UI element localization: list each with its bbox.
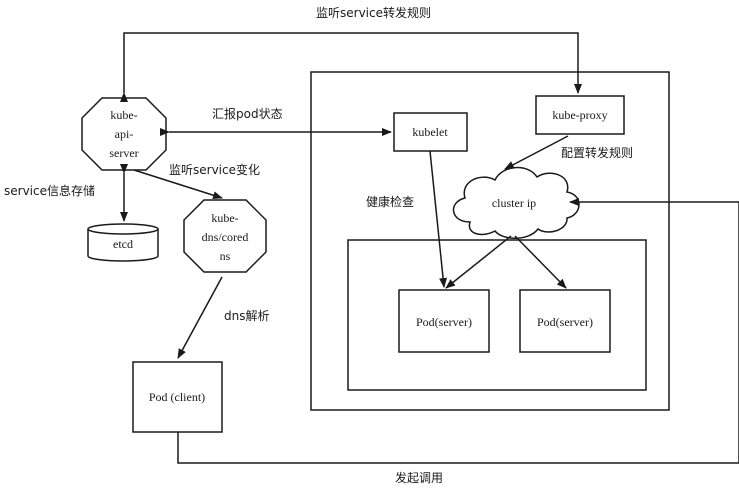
edge-health-check — [429, 150, 448, 288]
cluster-ip-label: cluster ip — [492, 196, 536, 210]
api-server-node — [81, 97, 167, 171]
etcd-label: etcd — [113, 237, 133, 251]
coredns-node — [183, 199, 267, 273]
edge-watch-service-change — [133, 169, 223, 200]
label-watch-service-change: 监听service变化 — [169, 163, 260, 177]
label-health-check: 健康检查 — [366, 195, 415, 209]
api-server-label-3: server — [109, 146, 138, 160]
edge-configure-forward-rules — [504, 135, 569, 170]
pod-server-2-node — [519, 289, 611, 353]
pod-server-1-label: Pod(server) — [416, 315, 472, 329]
pod-client-label: Pod (client) — [149, 390, 205, 404]
edge-cluster-ip-to-pod-1 — [445, 235, 512, 289]
pod-client-node — [132, 361, 223, 433]
kubelet-label: kubelet — [412, 125, 448, 139]
pod-server-1-node — [398, 289, 490, 353]
pods-group-box — [347, 239, 647, 391]
api-server-label-1: kube- — [110, 108, 137, 122]
edge-cluster-ip-to-pod-2 — [514, 235, 567, 289]
coredns-label-2: dns/cored — [202, 230, 249, 244]
edge-watch-forward-rules — [120, 32, 582, 102]
label-watch-forward-rules: 监听service转发规则 — [316, 6, 431, 20]
etcd-node — [87, 223, 159, 262]
edge-dns-resolve — [177, 276, 223, 359]
kube-proxy-label: kube-proxy — [552, 108, 607, 122]
coredns-label-1: kube- — [211, 211, 238, 225]
edge-initiate-call — [177, 198, 739, 464]
kubelet-node — [393, 112, 468, 152]
coredns-label-3: ns — [220, 249, 231, 263]
label-dns-resolve: dns解析 — [224, 309, 270, 323]
cluster-ip-cloud — [452, 166, 580, 239]
label-report-pod-status: 汇报pod状态 — [212, 107, 283, 121]
pod-server-2-label: Pod(server) — [537, 315, 593, 329]
node-cluster-box — [310, 71, 670, 411]
label-service-info-storage: service信息存储 — [4, 184, 95, 198]
label-configure-forward-rules: 配置转发规则 — [561, 146, 634, 160]
label-initiate-call: 发起调用 — [395, 471, 444, 485]
api-server-label-2: api- — [115, 127, 134, 141]
